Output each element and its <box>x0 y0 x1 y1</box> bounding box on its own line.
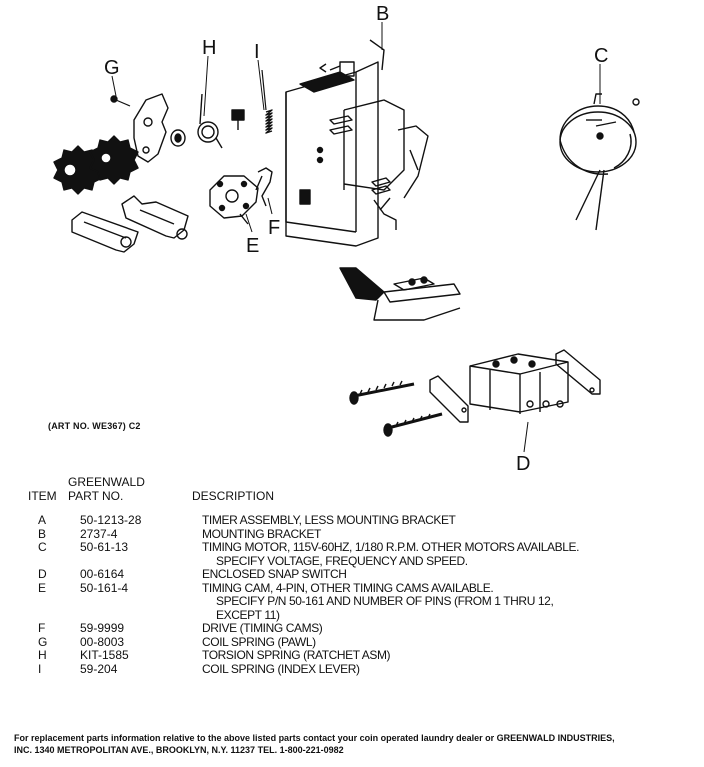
row-desc: COIL SPRING (INDEX LEVER) <box>202 661 662 677</box>
row-desc: TIMING MOTOR, 115V-60HZ, 1/180 R.P.M. OT… <box>202 540 662 568</box>
gear-middle <box>89 135 139 185</box>
exploded-parts-diagram: B C H I G E F D <box>53 3 640 470</box>
part-f-drive <box>255 167 273 207</box>
footer-contact: For replacement parts information relati… <box>14 732 694 756</box>
screw-small <box>231 109 245 130</box>
callout-d: D <box>516 453 530 470</box>
screw-long-upper <box>349 380 415 405</box>
row-desc: TIMING CAM, 4-PIN, OTHER TIMING CAMS AVA… <box>202 580 662 623</box>
row-desc-line-2: SPECIFY VOLTAGE, FREQUENCY AND SPEED. <box>216 553 468 568</box>
row-desc-line: TORSION SPRING (RATCHET ASM) <box>202 648 391 662</box>
row-desc: ENCLOSED SNAP SWITCH <box>202 567 662 582</box>
table-row: D 00-6164 ENCLOSED SNAP SWITCH <box>26 567 662 582</box>
row-desc: MOUNTING BRACKET <box>202 526 662 542</box>
callout-i: I <box>254 41 260 63</box>
header-part-line2: PART NO. <box>68 489 124 503</box>
footer-line-1: For replacement parts information relati… <box>14 733 615 743</box>
row-desc-line: TIMER ASSEMBLY, LESS MOUNTING BRACKET <box>202 513 456 527</box>
part-g-pawl <box>110 93 169 163</box>
row-item: A <box>38 513 47 527</box>
row-desc-line: COIL SPRING (PAWL) <box>202 634 316 649</box>
header-part-line1: GREENWALD <box>68 475 145 489</box>
table-row: I 59-204 COIL SPRING (INDEX LEVER) <box>26 661 662 677</box>
row-part: 00-8003 <box>80 634 125 649</box>
row-desc-line: TIMING MOTOR, 115V-60HZ, 1/180 R.P.M. OT… <box>202 540 580 554</box>
header-description: DESCRIPTION <box>192 489 275 503</box>
row-part: 2737-4 <box>80 526 118 541</box>
table-row: F 59-9999 DRIVE (TIMING CAMS) <box>26 621 662 636</box>
part-h-torsion-spring <box>197 93 223 149</box>
row-desc: TIMER ASSEMBLY, LESS MOUNTING BRACKET <box>202 513 662 528</box>
table-row: H KIT-1585 TORSION SPRING (RATCHET ASM) <box>26 648 662 663</box>
callout-h: H <box>202 37 216 59</box>
row-item: H <box>38 648 47 662</box>
table-row: E 50-161-4 TIMING CAM, 4-PIN, OTHER TIMI… <box>26 580 662 623</box>
row-part: KIT-1585 <box>80 648 129 662</box>
row-desc-line: ENCLOSED SNAP SWITCH <box>202 567 347 581</box>
row-desc-line: TIMING CAM, 4-PIN, OTHER TIMING CAMS AVA… <box>202 580 494 595</box>
callout-f: F <box>268 217 280 239</box>
part-e-timing-cam <box>209 175 259 225</box>
row-desc: DRIVE (TIMING CAMS) <box>202 621 662 636</box>
row-item: C <box>38 540 47 554</box>
parts-table: A 50-1213-28 TIMER ASSEMBLY, LESS MOUNTI… <box>26 513 662 677</box>
callout-e: E <box>246 235 259 257</box>
callout-g: G <box>104 57 120 79</box>
lever-upper <box>121 195 189 240</box>
switch-plate-left <box>429 375 469 423</box>
row-part: 59-204 <box>80 661 118 676</box>
table-row: G 00-8003 COIL SPRING (PAWL) <box>26 634 662 650</box>
footer-line-2: INC. 1340 METROPOLITAN AVE., BROOKLYN, N… <box>14 745 344 755</box>
switch-plate-right <box>555 349 601 395</box>
part-d-snap-switch <box>469 353 569 414</box>
washer <box>170 129 186 147</box>
row-item: E <box>38 580 47 595</box>
callout-b: B <box>376 3 389 25</box>
table-row: A 50-1213-28 TIMER ASSEMBLY, LESS MOUNTI… <box>26 513 662 528</box>
row-part: 50-161-4 <box>80 580 129 595</box>
lever-lower <box>71 211 139 253</box>
row-part: 00-6164 <box>80 567 125 581</box>
row-desc-line-2: SPECIFY P/N 50-161 AND NUMBER OF PINS (F… <box>216 594 554 608</box>
row-part: 50-1213-28 <box>80 513 142 527</box>
art-number: (ART NO. WE367) C2 <box>48 421 141 431</box>
screw-long-lower <box>383 412 443 437</box>
actuator-plate <box>339 267 461 321</box>
part-i-coil-spring <box>261 69 273 134</box>
row-item: G <box>38 634 48 649</box>
table-row: C 50-61-13 TIMING MOTOR, 115V-60HZ, 1/18… <box>26 540 662 568</box>
leader-lines <box>111 22 601 453</box>
row-desc-line: MOUNTING BRACKET <box>202 526 321 541</box>
row-desc: COIL SPRING (PAWL) <box>202 634 662 650</box>
row-desc-line-3: EXCEPT 11) <box>216 607 280 622</box>
row-part: 50-61-13 <box>80 540 129 554</box>
row-desc: TORSION SPRING (RATCHET ASM) <box>202 648 662 663</box>
row-item: D <box>38 567 47 581</box>
callout-c: C <box>594 45 608 67</box>
header-item: ITEM <box>28 489 57 503</box>
row-part: 59-9999 <box>80 621 125 635</box>
table-row: B 2737-4 MOUNTING BRACKET <box>26 526 662 542</box>
row-item: F <box>38 621 46 635</box>
row-desc-line: COIL SPRING (INDEX LEVER) <box>202 661 360 676</box>
row-desc-line: DRIVE (TIMING CAMS) <box>202 621 323 635</box>
part-c-timing-motor <box>559 93 640 231</box>
row-item: B <box>38 526 47 541</box>
part-b-mounting-bracket <box>285 39 429 247</box>
row-item: I <box>38 661 42 676</box>
